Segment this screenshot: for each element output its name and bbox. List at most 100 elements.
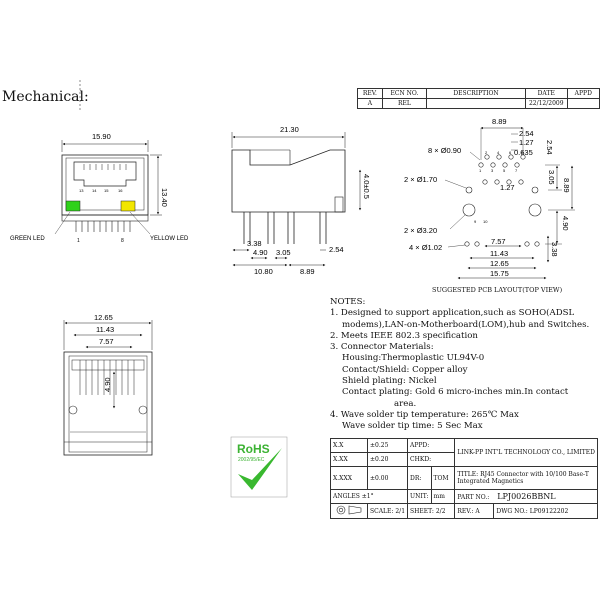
- bottom-dim-757: 7.57: [99, 337, 114, 346]
- pcb-hole-10: [494, 179, 500, 185]
- bottom-dim-490: 4.90: [103, 377, 112, 392]
- port-contacts: [83, 164, 127, 170]
- pcb-dim-1143: 11.43: [490, 249, 508, 258]
- side-height-label: 4.0±0.5: [362, 174, 371, 199]
- rev-value: A: [475, 507, 480, 515]
- pcb-hole-090: 8 × Ø0.90: [428, 146, 461, 155]
- dwg-value: LP09122202: [529, 507, 569, 515]
- pcb-caption: SUGGESTED PCB LAYOUT(TOP VIEW): [432, 286, 563, 294]
- dr-value: TOM: [430, 466, 456, 490]
- pcb-pin-label-1: 1: [479, 168, 482, 173]
- front-pins: [75, 221, 131, 232]
- side-housing: [231, 149, 346, 213]
- part-no-label: PART NO.:: [457, 494, 490, 501]
- bottom-peg-left: [68, 405, 78, 415]
- unit-value: mm: [430, 489, 456, 504]
- note-line: area.: [394, 398, 417, 409]
- title-label: TITLE:: [457, 471, 479, 478]
- projection-symbol: [329, 503, 369, 519]
- pcb-dim-1265: 12.65: [490, 259, 509, 268]
- pin-1-label: 1: [77, 238, 80, 244]
- yellow-led-icon: [120, 200, 136, 212]
- side-dim-889: 8.89: [300, 267, 315, 276]
- notes: NOTES: 1. Designed to support applicatio…: [330, 297, 589, 433]
- note-line: Housing:Thermoplastic UL94V-0: [342, 353, 485, 364]
- side-latch: [334, 196, 344, 213]
- bottom-dim-1143: 11.43: [96, 325, 114, 334]
- pcb-dim-1575: 15.75: [490, 269, 509, 278]
- pcb-dim-127a: 1.27: [519, 138, 534, 147]
- note-line: 2. Meets IEEE 802.3 specification: [330, 330, 478, 341]
- notes-heading: NOTES:: [330, 297, 366, 307]
- tol3-label: X.XXX: [329, 466, 369, 490]
- scale-value: 2/1: [395, 507, 406, 515]
- projection-icon: [336, 505, 362, 515]
- mount-hole-left: [462, 203, 476, 217]
- revision-table: REV. ECN NO. DESCRIPTION DATE APPD A REL…: [357, 88, 600, 109]
- pcb-hole-320: 2 × Ø3.20: [404, 226, 437, 235]
- rj45-port: [73, 161, 137, 187]
- appd-cell: [566, 98, 600, 109]
- led-hole-right: [531, 186, 539, 194]
- pcb-hole-11: [506, 179, 512, 185]
- dwg-label: DWG NO.:: [496, 507, 528, 515]
- page-title: Mechanical:: [2, 89, 89, 105]
- note-line: 1. Designed to support application,such …: [330, 308, 575, 319]
- pcb-hole-170: 2 × Ø1.70: [404, 175, 437, 184]
- led-hole-left: [465, 186, 473, 194]
- tol1-label: X.X: [329, 438, 369, 453]
- pcb-hole-8: [520, 154, 526, 160]
- pcb-pin-labels: 1 2 3 4 5 6 7 8 9 10: [474, 150, 524, 224]
- tol3-value: ±0.00: [367, 466, 409, 490]
- side-dim-254: 2.54: [329, 245, 344, 254]
- note-line: modems),LAN-on-Motherboard(LOM),hub and …: [342, 319, 590, 330]
- tol1-value: ±0.25: [367, 438, 409, 453]
- tol2-value: ±0.20: [367, 452, 409, 467]
- pin-13-label: 13: [79, 188, 84, 193]
- pcb-dim-889v: 8.89: [562, 178, 571, 193]
- side-pins: [243, 212, 327, 244]
- note-line: Contact/Shield: Copper alloy: [342, 364, 468, 375]
- side-dim-305: 3.05: [276, 248, 291, 257]
- pcb-dim-490: 4.90: [561, 216, 570, 231]
- pin-8-label: 8: [121, 238, 124, 244]
- pcb-hole-9: [482, 179, 488, 185]
- pcb-pin-label-8: 8: [521, 150, 524, 155]
- part-no-value: LPJ0026BBNL: [497, 492, 556, 501]
- pcb-pin-label-2: 2: [485, 150, 488, 155]
- bottom-view: [63, 320, 153, 456]
- rev-label: REV.:: [457, 507, 474, 515]
- pcb-pin-label-3: 3: [491, 168, 494, 173]
- bottom-peg-right: [138, 405, 148, 415]
- shield-hole-3: [524, 241, 530, 247]
- pcb-dim-254a: 2.54: [519, 129, 534, 138]
- pcb-dim-757: 7.57: [491, 237, 506, 246]
- description-cell: [426, 98, 526, 109]
- side-width-label: 21.30: [280, 125, 299, 134]
- note-line: Wave solder tip time: 5 Sec Max: [342, 421, 483, 432]
- tol2-label: X.XX: [329, 452, 369, 467]
- side-view: [231, 132, 362, 267]
- pcb-hole-7: [514, 162, 520, 168]
- chkd-label: CHKD:: [407, 452, 456, 467]
- pcb-hole-6: [508, 154, 514, 160]
- sheet-label: SHEET:: [410, 507, 434, 515]
- pin-15-label: 15: [104, 188, 109, 193]
- signal-holes: [478, 154, 526, 185]
- pcb-pin-label-6: 6: [509, 150, 512, 155]
- pcb-hole-5: [502, 162, 508, 168]
- note-line: Shield plating: Nickel: [342, 376, 437, 387]
- pcb-pin-label-4: 4: [497, 150, 500, 155]
- rohs-logo-sub: 2002/95/EC: [238, 457, 265, 463]
- pcb-hole-3: [490, 162, 496, 168]
- front-inner-frame: [65, 157, 145, 211]
- pcb-dim-254b: 2.54: [545, 140, 554, 155]
- rohs-logo-text: RoHS: [237, 442, 270, 456]
- front-base: [61, 214, 149, 222]
- pcb-dim-305: 3.05: [547, 170, 556, 185]
- pin-14-label: 14: [92, 188, 97, 193]
- pcb-dim-338: 3.38: [550, 242, 559, 257]
- shield-hole-2: [474, 241, 480, 247]
- pcb-hole-12: [518, 179, 524, 185]
